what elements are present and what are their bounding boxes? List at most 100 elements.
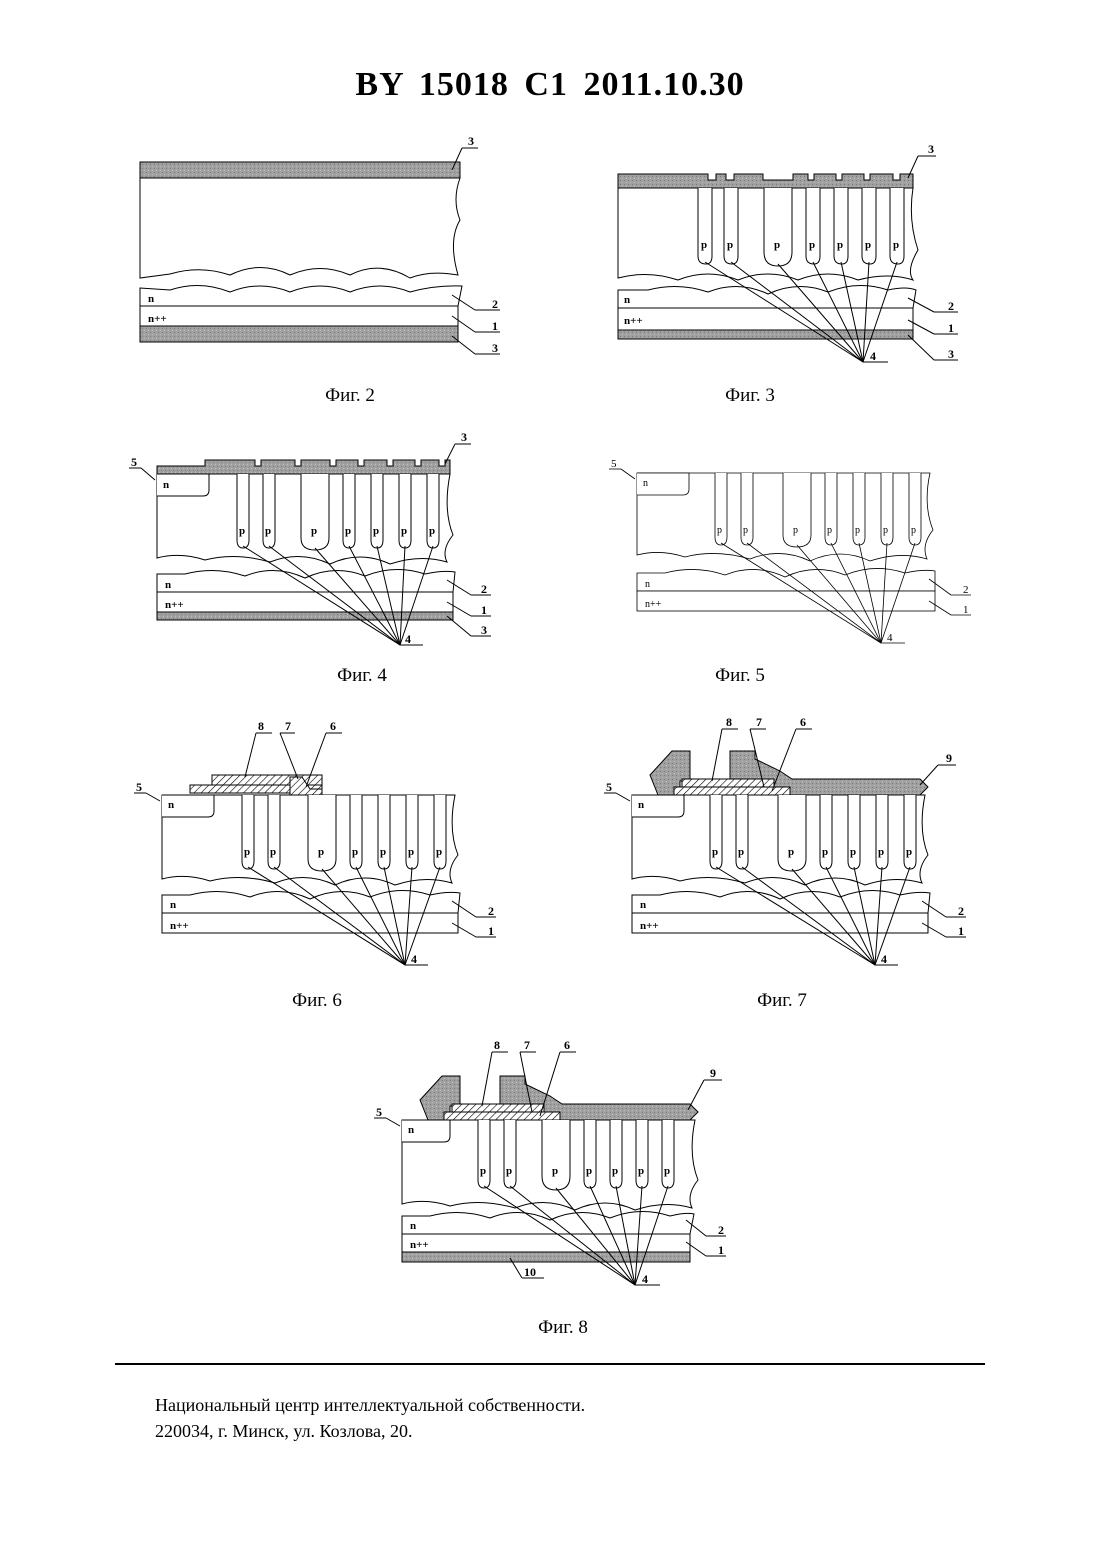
ref-8: 8 [258, 719, 264, 733]
svg-text:p: p [837, 239, 843, 251]
oxide-layer-bottom [140, 326, 458, 342]
svg-text:p: p [738, 846, 744, 858]
label-npp: n++ [624, 315, 643, 327]
figure-6-drawing: n p p p p p p p n n++ 4 [130, 715, 510, 975]
npp-layer [637, 591, 935, 611]
svg-text:p: p [893, 239, 899, 251]
npp-layer [140, 306, 458, 326]
n-layer [162, 890, 460, 913]
npp-layer [632, 913, 928, 933]
ref-2: 2 [948, 299, 954, 313]
svg-text:p: p [311, 525, 317, 537]
caption-fig-8: Фиг. 8 [503, 1317, 623, 1339]
caption-fig-7: Фиг. 7 [722, 990, 842, 1012]
svg-text:p: p [318, 846, 324, 858]
caption-fig-3: Фиг. 3 [690, 385, 810, 407]
ref-4: 4 [887, 632, 893, 644]
ref-5: 5 [611, 458, 617, 470]
label-n-5: n [168, 799, 174, 811]
oxide-layer-top [618, 174, 913, 188]
label-n-5: n [643, 478, 648, 489]
label-npp: n++ [645, 599, 662, 610]
n-layer [402, 1211, 694, 1234]
ref-4: 4 [405, 632, 411, 646]
ref-3-bottom: 3 [492, 341, 498, 355]
ref-3-bottom: 3 [948, 347, 954, 361]
figure-2-drawing: n n++ 3 2 1 3 [130, 140, 510, 370]
svg-text:p: p [788, 846, 794, 858]
svg-text:p: p [270, 846, 276, 858]
svg-text:p: p [809, 239, 815, 251]
svg-text:p: p [408, 846, 414, 858]
substrate-body [140, 178, 460, 278]
ref-1: 1 [492, 319, 498, 333]
svg-text:p: p [244, 846, 250, 858]
footer-address: 220034, г. Минск, ул. Козлова, 20. [155, 1421, 413, 1442]
ref-7: 7 [756, 715, 762, 729]
ref-1: 1 [958, 924, 964, 938]
svg-text:p: p [239, 525, 245, 537]
ref-5: 5 [131, 455, 137, 469]
caption-fig-6: Фиг. 6 [257, 990, 377, 1012]
svg-text:p: p [345, 525, 351, 537]
svg-text:p: p [774, 239, 780, 251]
figure-4: n p p p p p p p n n++ 4 [125, 430, 505, 655]
label-n-5: n [638, 799, 644, 811]
ref-2: 2 [958, 904, 964, 918]
npp-layer [162, 913, 458, 933]
svg-text:p: p [436, 846, 442, 858]
ref-8: 8 [494, 1038, 500, 1052]
svg-text:p: p [712, 846, 718, 858]
ref-1: 1 [963, 604, 969, 616]
ref-2: 2 [481, 582, 487, 596]
svg-text:p: p [506, 1165, 512, 1177]
label-npp: n++ [165, 599, 184, 611]
label-npp: n++ [148, 313, 167, 325]
label-n-5: n [163, 479, 169, 491]
svg-text:p: p [855, 525, 860, 536]
figure-7-drawing: n p p p p p p p n n++ 4 [600, 715, 980, 975]
svg-text:p: p [717, 525, 722, 536]
caption-fig-4: Фиг. 4 [302, 665, 422, 687]
svg-text:p: p [380, 846, 386, 858]
ref-4: 4 [642, 1272, 648, 1286]
n-layer [140, 285, 462, 306]
figure-3: p p p p p p p n n++ 4 3 2 1 3 [608, 140, 988, 370]
svg-text:p: p [701, 239, 707, 251]
svg-text:p: p [429, 525, 435, 537]
svg-text:p: p [793, 525, 798, 536]
oxide-layer-bottom [618, 330, 913, 339]
svg-text:p: p [827, 525, 832, 536]
svg-text:p: p [743, 525, 748, 536]
ref-1: 1 [948, 321, 954, 335]
ref-7: 7 [285, 719, 291, 733]
gate-oxide [444, 1112, 560, 1120]
ref-3-top: 3 [468, 134, 474, 148]
label-n: n [640, 899, 646, 911]
svg-text:p: p [911, 525, 916, 536]
label-n: n [410, 1220, 416, 1232]
label-n: n [165, 579, 171, 591]
ref-2: 2 [492, 297, 498, 311]
ref-8: 8 [726, 715, 732, 729]
svg-text:p: p [480, 1165, 486, 1177]
ref-3-top: 3 [928, 142, 934, 156]
npp-layer [618, 308, 913, 330]
ref-4: 4 [881, 952, 887, 966]
ref-10: 10 [524, 1265, 536, 1279]
label-npp: n++ [410, 1239, 429, 1251]
figure-8-drawing: n p p p p p p p n n++ 4 [370, 1040, 750, 1300]
ref-3-bottom: 3 [481, 623, 487, 637]
ref-3-top: 3 [461, 430, 467, 444]
svg-text:p: p [822, 846, 828, 858]
svg-text:p: p [883, 525, 888, 536]
svg-text:p: p [373, 525, 379, 537]
svg-text:p: p [664, 1165, 670, 1177]
caption-fig-5: Фиг. 5 [680, 665, 800, 687]
npp-layer [157, 592, 453, 612]
figure-8: n p p p p p p p n n++ 4 [370, 1040, 750, 1300]
svg-text:p: p [906, 846, 912, 858]
figure-2: n n++ 3 2 1 3 [130, 140, 510, 370]
ref-6: 6 [330, 719, 336, 733]
svg-text:p: p [552, 1165, 558, 1177]
